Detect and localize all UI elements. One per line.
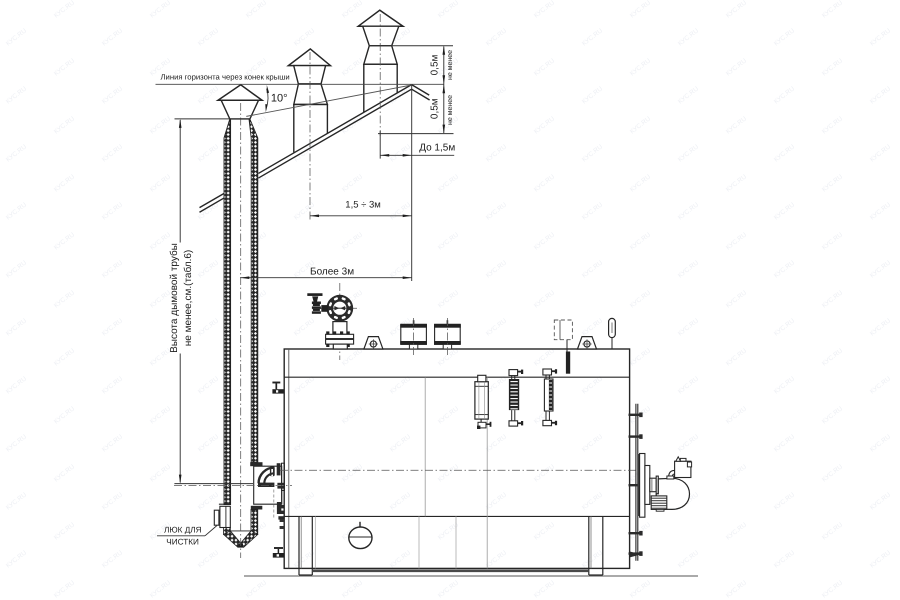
svg-text:Более 3м: Более 3м — [310, 267, 354, 278]
svg-text:До 1,5м: До 1,5м — [419, 143, 455, 154]
svg-text:не менее: не менее — [447, 95, 454, 125]
svg-text:0,5м: 0,5м — [430, 54, 441, 75]
svg-text:не менее,см.(табл.6): не менее,см.(табл.6) — [183, 250, 194, 347]
svg-text:Высота дымовой трубы: Высота дымовой трубы — [169, 243, 180, 353]
svg-text:ЛЮК ДЛЯ: ЛЮК ДЛЯ — [164, 526, 202, 535]
svg-text:1,5 ÷ 3м: 1,5 ÷ 3м — [345, 200, 381, 211]
svg-text:ЧИСТКИ: ЧИСТКИ — [166, 538, 199, 547]
svg-text:10°: 10° — [271, 93, 288, 105]
svg-text:0,5м: 0,5м — [430, 98, 441, 119]
svg-text:не менее: не менее — [447, 50, 454, 80]
svg-text:Линия горизонта через конек кр: Линия горизонта через конек крыши — [161, 72, 290, 81]
